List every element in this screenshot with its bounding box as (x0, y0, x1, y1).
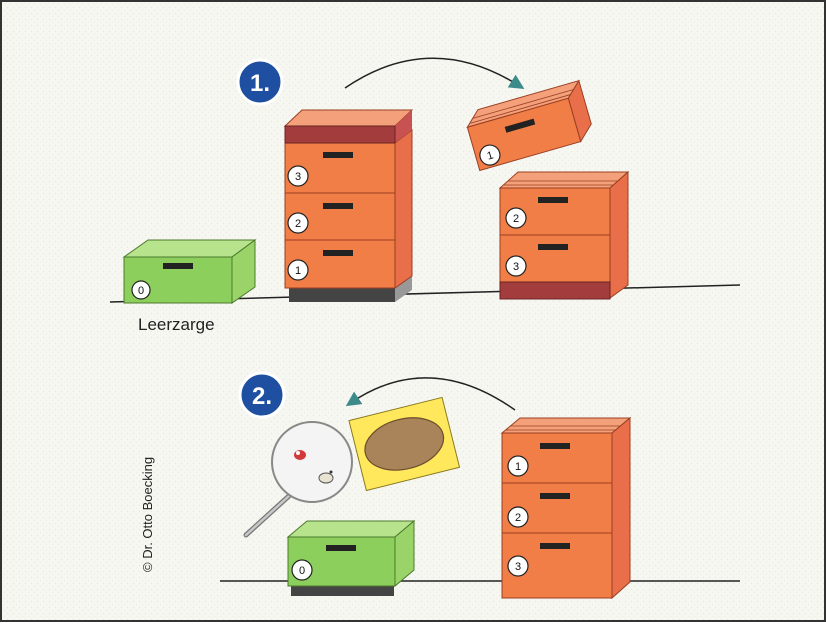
svg-text:2: 2 (295, 218, 301, 230)
empty-box-step1: 0 (122, 239, 257, 304)
svg-text:1.: 1. (250, 70, 270, 97)
copyright-text: © Dr. Otto Boecking (140, 457, 155, 572)
svg-text:3: 3 (515, 561, 521, 573)
empty-box-caption: Leerzarge (138, 315, 215, 334)
svg-text:1: 1 (486, 149, 495, 162)
curved-arrow-icon (344, 57, 525, 89)
svg-text:2: 2 (513, 213, 519, 225)
empty-box-step2: 0 (286, 519, 416, 596)
svg-text:2.: 2. (252, 383, 272, 410)
svg-text:1: 1 (515, 461, 521, 473)
step-1-badge: 1. (236, 58, 284, 106)
svg-text:3: 3 (513, 261, 519, 273)
curved-arrow-icon (345, 377, 516, 411)
magnifier-icon (243, 421, 353, 538)
box-number-0: 0 (299, 565, 305, 577)
mite-icon (294, 450, 306, 460)
cover-board (348, 396, 461, 492)
box-number-0: 0 (138, 285, 144, 297)
hive-stack-step1: 3 2 1 (283, 109, 414, 302)
svg-text:1: 1 (295, 265, 301, 277)
svg-text:2: 2 (515, 512, 521, 524)
hive-stack-step1-new: 2 3 (498, 170, 630, 300)
svg-text:3: 3 (295, 171, 301, 183)
step-2-badge: 2. (238, 371, 286, 419)
lifted-box-step1: 1 (466, 79, 592, 172)
hive-stack-step2: 1 2 3 (500, 416, 632, 600)
bee-icon (318, 472, 334, 484)
